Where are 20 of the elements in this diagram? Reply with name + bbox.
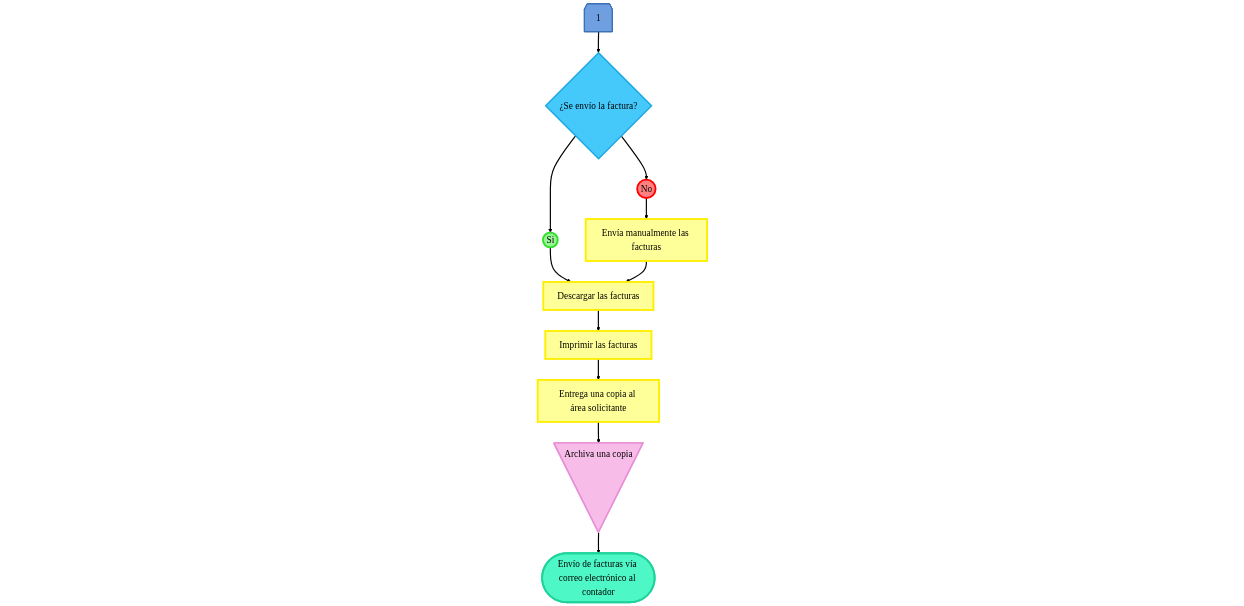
arrow: [596, 421, 601, 444]
arrow: [547, 135, 576, 233]
process-box: Envía manualmente las facturas: [584, 218, 708, 262]
answer-circle: No: [635, 178, 657, 199]
arrow: [595, 309, 601, 332]
arrow: [595, 31, 601, 53]
arrow: [643, 197, 649, 220]
process-box: Entrega una copia al área solicitante: [536, 379, 660, 423]
arrow: [625, 260, 647, 283]
arrow: [549, 246, 571, 283]
terminal-stadium: Envío de facturas vía correo electrónico al contador: [540, 552, 656, 604]
archive-triangle: Archiva una copia: [552, 442, 644, 533]
arrow: [596, 531, 601, 554]
arrow: [620, 135, 649, 180]
decision-diamond: ¿Se envío la factura?: [544, 51, 653, 160]
process-box: Imprimir las facturas: [543, 330, 653, 360]
process-box: Descargar las facturas: [541, 281, 654, 311]
off-page-connector: 1: [583, 3, 613, 33]
answer-circle: Si: [541, 231, 559, 249]
arrow: [595, 358, 601, 381]
